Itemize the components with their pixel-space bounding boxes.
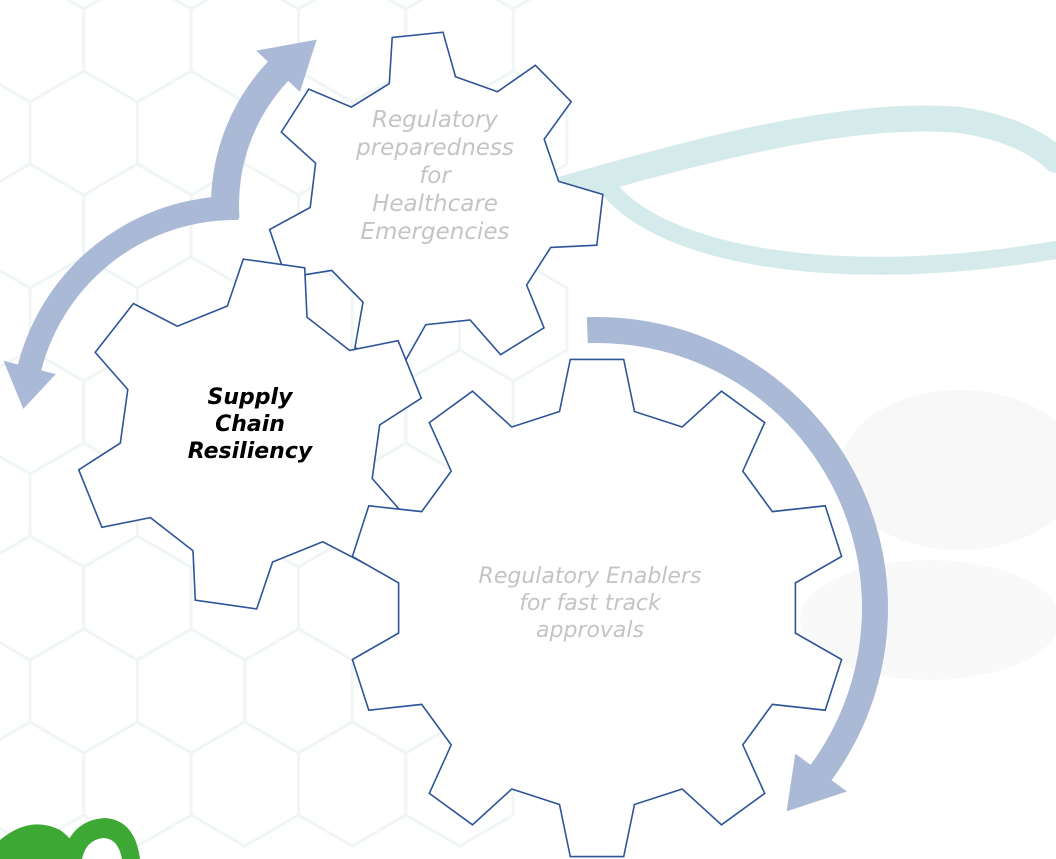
background-hexagon — [0, 534, 86, 662]
gear-label-line: Resiliency — [187, 438, 313, 464]
gear-label-line: Emergencies — [360, 219, 510, 246]
background-hexagon — [28, 69, 139, 197]
gears — [77, 31, 843, 858]
background-hexagon — [0, 640, 32, 742]
background-hexagon — [189, 720, 300, 848]
background-hexagon — [135, 627, 247, 755]
gear-regulatory-enablers — [351, 358, 843, 858]
arrow-enablers-cycle — [586, 317, 889, 812]
arrow-supply-to-preparedness — [211, 39, 317, 220]
background-hexagon — [243, 627, 354, 755]
gear-regulatory-preparedness — [268, 31, 604, 366]
logo-icon — [0, 818, 140, 859]
background-hexagon — [82, 0, 193, 104]
gear-label-line: for fast track — [519, 590, 661, 616]
arrow-preparedness-to-supply — [3, 196, 239, 409]
gear-supply-chain-resiliency — [77, 258, 423, 610]
cycle-arrows — [3, 39, 889, 812]
background-hexagon — [0, 0, 86, 104]
background-hexagon — [297, 720, 408, 848]
gear-label-line: preparedness — [356, 135, 514, 162]
gear-label-line: Regulatory Enablers — [478, 564, 702, 589]
background-hexagon — [0, 454, 32, 556]
gear-label-line: Healthcare — [372, 191, 498, 218]
background-hexagon — [82, 534, 193, 662]
gear-label-line: approvals — [536, 617, 644, 643]
gear-label-line: Supply — [207, 385, 293, 410]
background-hexagon — [0, 82, 32, 184]
background-hexagon — [28, 627, 139, 755]
background-hexagon — [0, 0, 30, 9]
gear-label-line: Chain — [215, 411, 285, 437]
gear-label-line: Regulatory — [372, 107, 498, 133]
gear-label-line: for — [419, 163, 451, 190]
